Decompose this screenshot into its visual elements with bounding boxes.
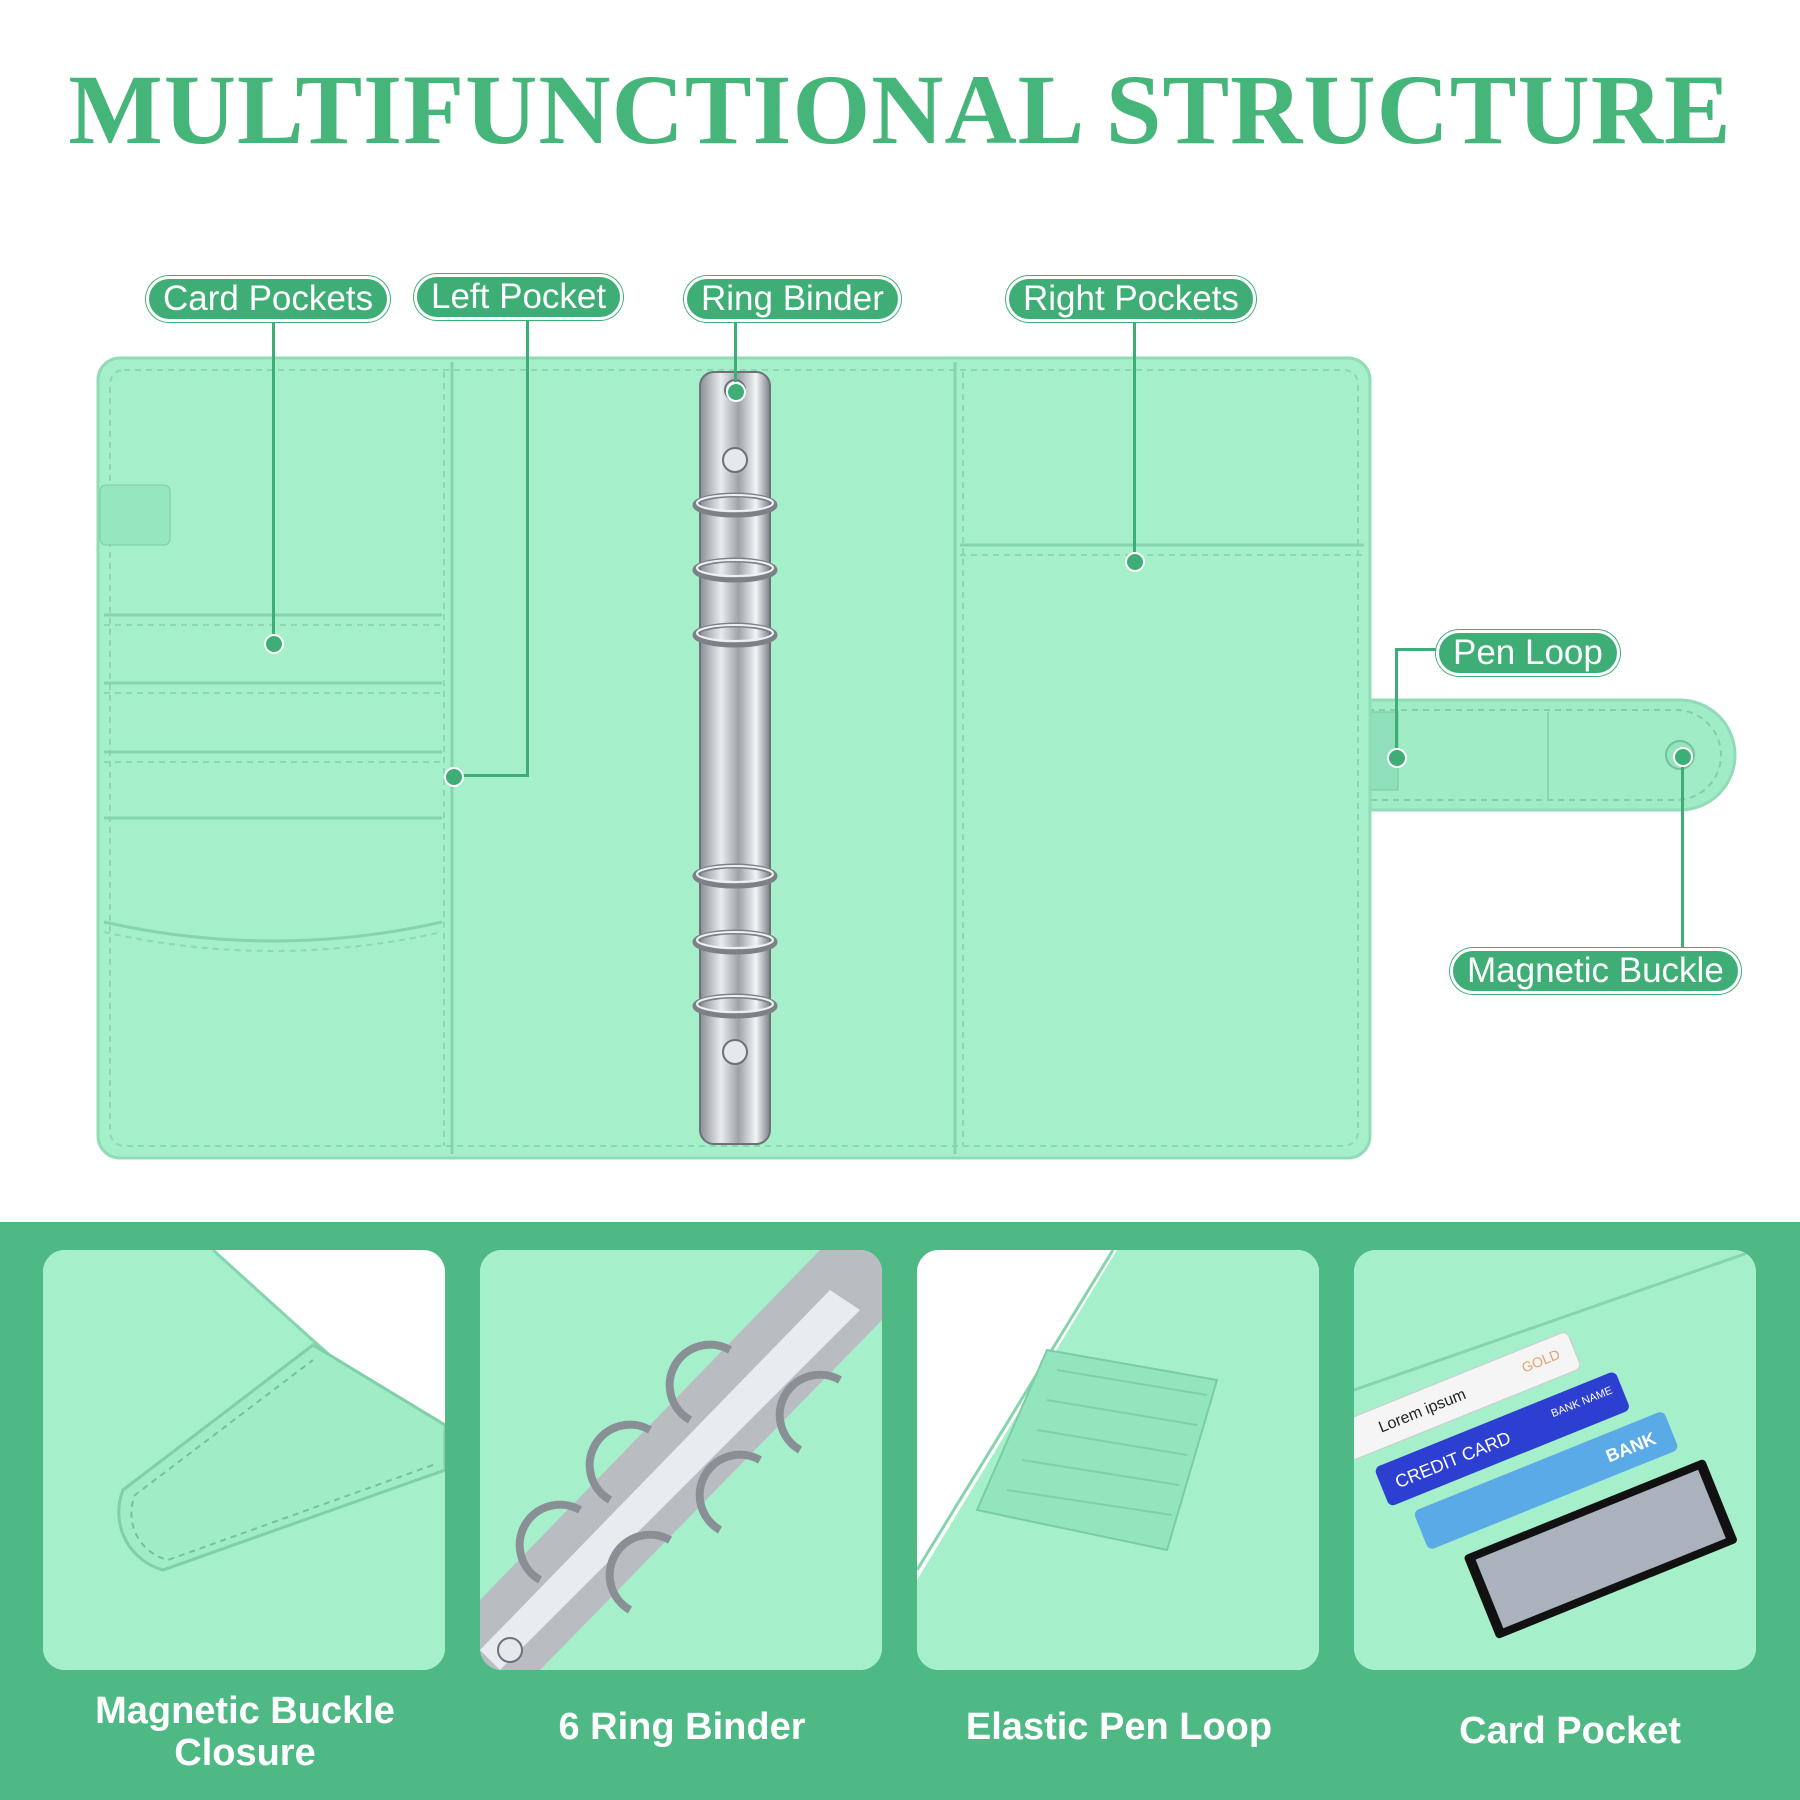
feature-card-card-pocket: Lorem ipsum GOLD CREDIT CARD BANK NAME B… <box>1354 1250 1756 1670</box>
label-magnetic-buckle: Magnetic Buckle <box>1450 948 1741 994</box>
leader-pen-loop-v <box>1395 648 1398 758</box>
label-left-pocket: Left Pocket <box>414 274 624 320</box>
feature-card-ring-binder <box>480 1250 882 1670</box>
credit-card <box>1375 1372 1629 1506</box>
page-title: MULTIFUNCTIONAL STRUCTURE <box>68 54 1732 165</box>
feature-card-magnetic-buckle <box>43 1250 445 1670</box>
card-pocket-photo: Lorem ipsum GOLD CREDIT CARD BANK NAME B… <box>1354 1250 1756 1670</box>
leader-left-pocket <box>526 316 529 776</box>
magnetic-buckle-closure-photo <box>43 1250 445 1670</box>
caption-card-pocket: Card Pocket <box>1459 1710 1681 1752</box>
marker-magnetic-buckle <box>1673 747 1693 767</box>
marker-card-pockets <box>264 634 284 654</box>
leader-pen-loop-h <box>1395 648 1437 651</box>
marker-ring-binder <box>726 382 746 402</box>
elastic-pen-loop-photo <box>917 1250 1319 1670</box>
label-card-pockets: Card Pockets <box>146 276 391 322</box>
leader-magnetic-buckle <box>1681 762 1684 952</box>
leader-left-pocket-h <box>454 774 529 777</box>
marker-left-pocket <box>444 767 464 787</box>
leader-ring-binder <box>734 316 737 392</box>
label-ring-binder: Ring Binder <box>684 276 901 322</box>
leader-right-pockets <box>1133 316 1136 562</box>
six-ring-binder-photo <box>480 1250 882 1670</box>
label-pen-loop: Pen Loop <box>1436 630 1620 676</box>
leader-card-pockets <box>272 316 275 644</box>
blue-bank-card <box>1414 1412 1678 1549</box>
ring-binder-rail <box>699 371 771 1145</box>
gold-card <box>1354 1332 1581 1461</box>
marker-right-pockets <box>1125 552 1145 572</box>
binder-illustration <box>96 356 1737 1160</box>
feature-card-pen-loop <box>917 1250 1319 1670</box>
caption-six-ring-binder: 6 Ring Binder <box>558 1706 806 1748</box>
label-right-pockets: Right Pockets <box>1006 276 1256 322</box>
caption-elastic-pen-loop: Elastic Pen Loop <box>965 1706 1273 1748</box>
marker-pen-loop <box>1387 748 1407 768</box>
caption-magnetic-buckle-closure: Magnetic Buckle Closure <box>95 1690 395 1774</box>
